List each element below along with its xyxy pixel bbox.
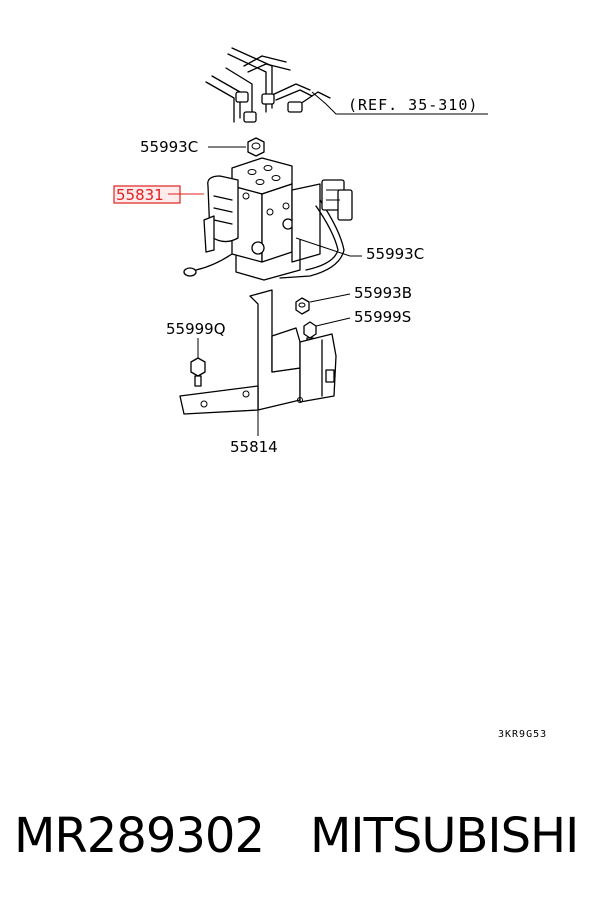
bracket: 55814: [179, 289, 337, 456]
brand-name: MITSUBISHI: [310, 808, 579, 864]
reference-label: (REF. 35-310): [348, 96, 478, 114]
parts-diagram: (REF. 35-310) 55993C: [113, 47, 547, 740]
nut-55993b: 55993B: [295, 284, 412, 315]
callout-55831-group: 55831: [113, 185, 204, 204]
part-caption: MR289302 MITSUBISHI: [0, 800, 600, 880]
callout-55831: 55831: [116, 186, 164, 204]
nut-55993c-top: 55993C: [140, 137, 265, 157]
callout-55993b: 55993B: [354, 284, 412, 302]
hydraulic-unit: [183, 157, 353, 281]
drawing-code: 3KR9G53: [498, 729, 547, 740]
brake-pipes: [205, 47, 331, 123]
reference-leader: (REF. 35-310): [311, 91, 488, 115]
callout-55999q: 55999Q: [166, 320, 226, 338]
part-number: MR289302: [14, 808, 265, 864]
callout-55993c-right: 55993C: [366, 245, 424, 263]
callout-55999s: 55999S: [354, 308, 411, 326]
nut-55993c-right: 55993C: [295, 237, 424, 263]
bolt-55999q: 55999Q: [166, 320, 226, 387]
callout-55814: 55814: [230, 438, 278, 456]
callout-55993c-top: 55993C: [140, 138, 198, 156]
